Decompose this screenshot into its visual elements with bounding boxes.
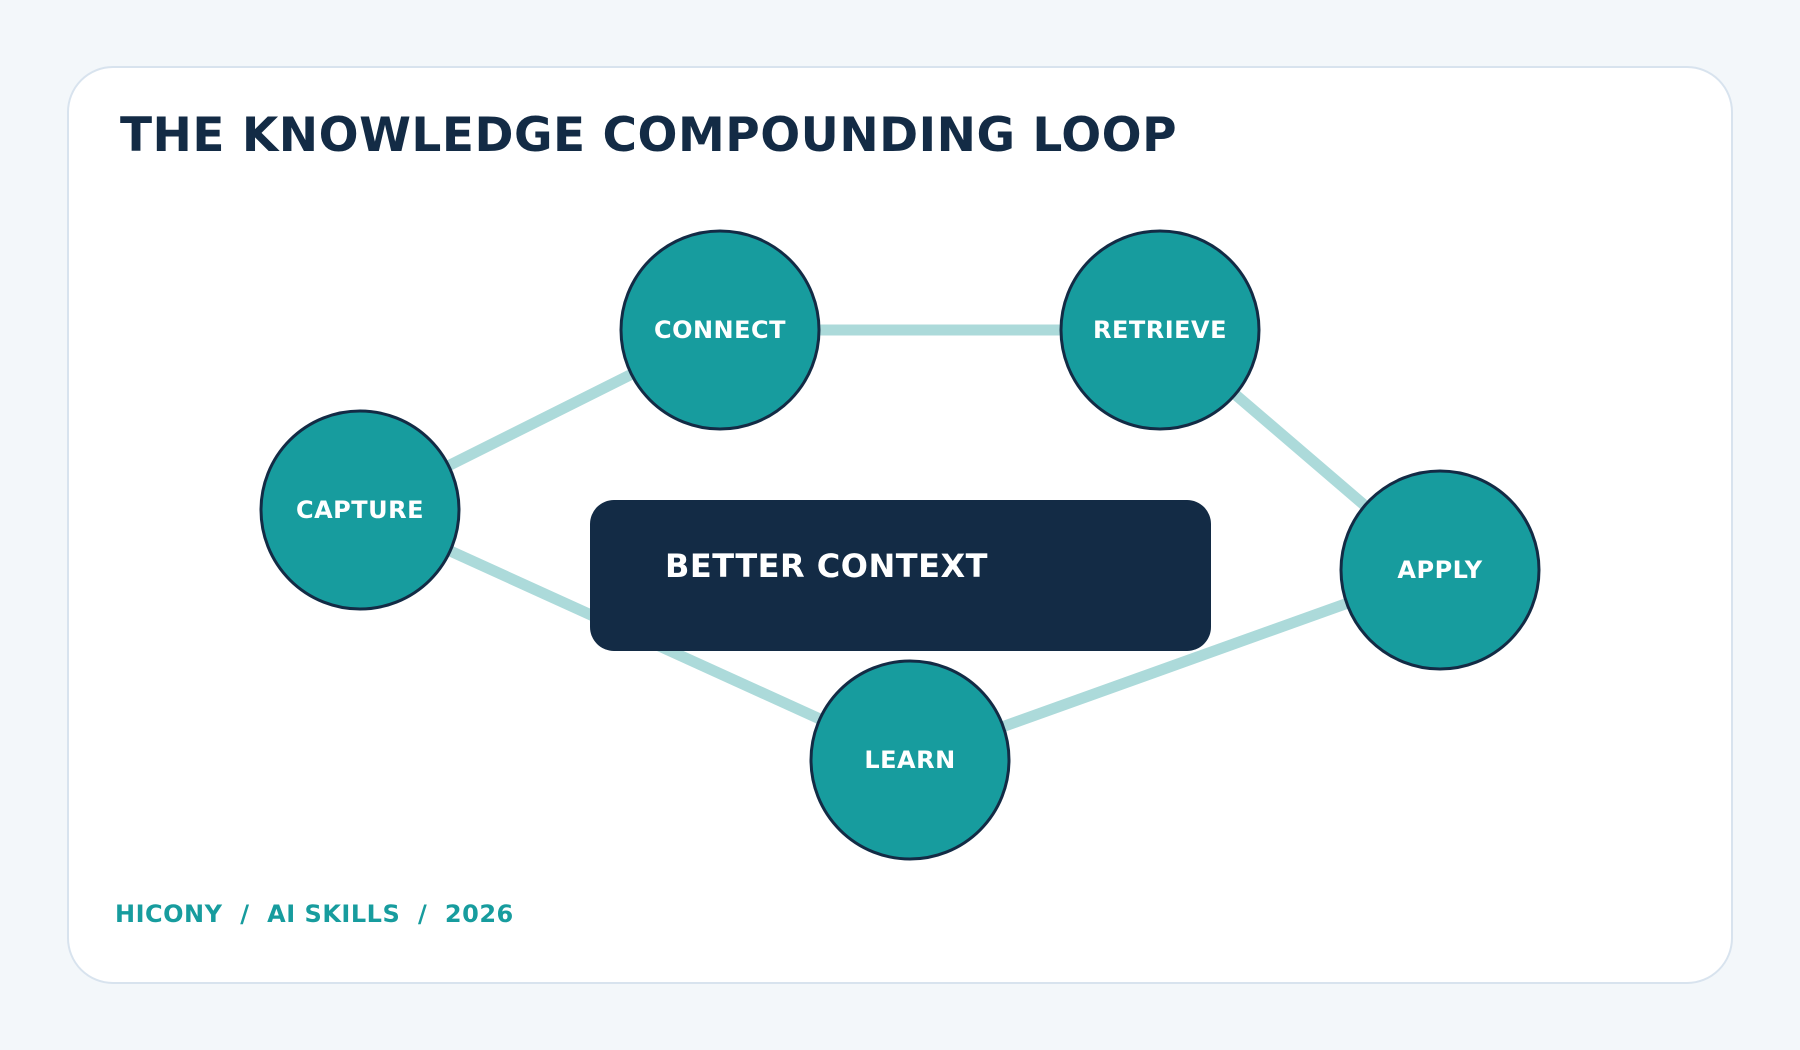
node-learn: LEARN [809,659,1011,861]
node-connect: CONNECT [619,229,821,431]
node-label: CAPTURE [296,496,424,524]
page-title: THE KNOWLEDGE COMPOUNDING LOOP [120,108,1178,163]
node-retrieve: RETRIEVE [1059,229,1261,431]
center-box: BETTER CONTEXT [590,500,1211,651]
node-label: APPLY [1397,556,1482,584]
node-label: RETRIEVE [1093,316,1227,344]
center-label: BETTER CONTEXT [665,547,988,585]
node-label: CONNECT [654,316,786,344]
node-capture: CAPTURE [259,409,461,611]
node-label: LEARN [864,746,955,774]
node-apply: APPLY [1339,469,1541,671]
footer-credit: HICONY / AI SKILLS / 2026 [115,900,514,928]
